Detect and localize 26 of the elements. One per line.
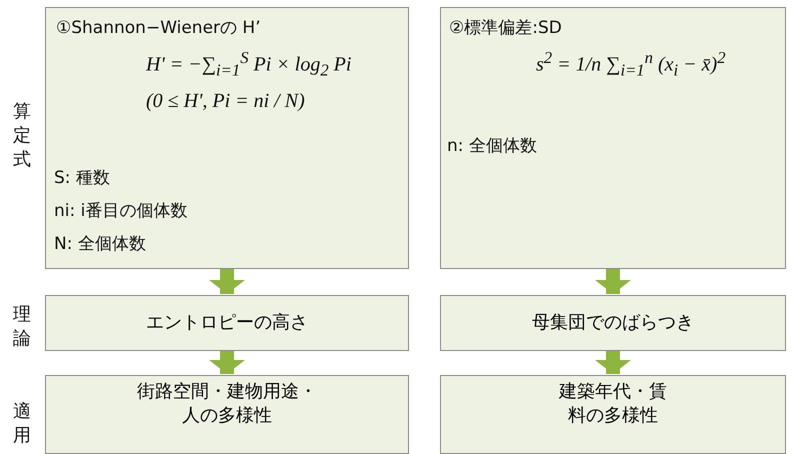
box-heading: ①Shannon−Wienerの H’ — [56, 17, 261, 39]
formula: s$^{2}$ = 1/n ∑$_{i=1}$$^{n}$ (x$_{i}$ − x̄)$^{2}$ — [536, 48, 726, 81]
formula-box — [45, 7, 409, 269]
row-label: 理論 — [12, 303, 32, 351]
application-box — [45, 375, 409, 454]
formula-box — [440, 7, 786, 269]
formula: H' = −∑$_{i=1}$$^{S}$ Pi × log$_{2}$ Pi — [146, 48, 352, 81]
block-arrow — [595, 269, 631, 294]
theory-box — [45, 295, 409, 351]
block-arrow — [209, 351, 245, 374]
variable-definition: S: 種数 — [54, 167, 110, 189]
block-arrow — [209, 269, 245, 294]
variable-definition: n: 全個体数 — [447, 135, 537, 157]
box-text: エントロピーの高さ — [146, 311, 308, 335]
application-box — [440, 375, 786, 454]
row-label: 算定式 — [12, 100, 32, 172]
box-heading: ②標準偏差:SD — [449, 17, 562, 39]
box-text: 街路空間・建物用途・人の多様性 — [136, 380, 318, 428]
box-text: 建築年代・賃料の多様性 — [558, 380, 668, 428]
box-text: 母集団でのばらつき — [532, 311, 694, 335]
row-label: 適用 — [12, 400, 32, 448]
block-arrow — [595, 351, 631, 374]
theory-box — [440, 295, 786, 351]
variable-definition: ni: i番目の個体数 — [54, 200, 188, 222]
formula: (0 ≤ H', Pi = ni / N) — [146, 90, 305, 113]
variable-definition: N: 全個体数 — [54, 233, 146, 255]
